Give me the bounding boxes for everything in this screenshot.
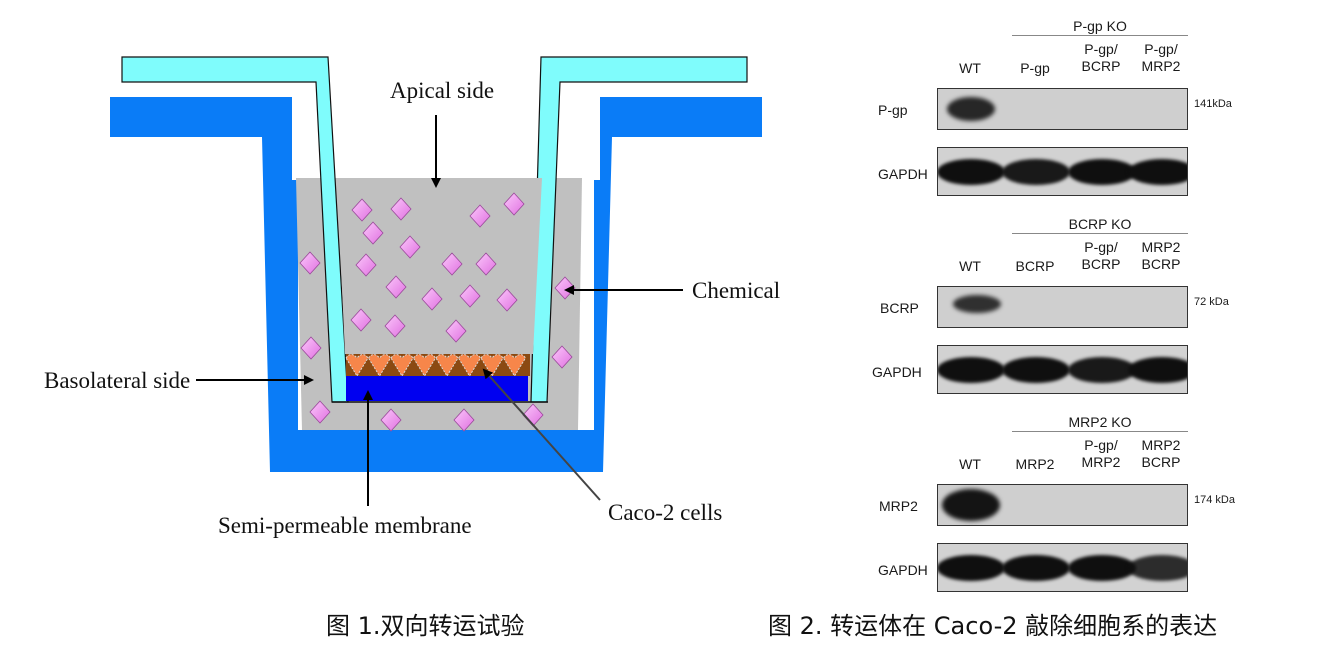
chemical-molecule [399,235,421,259]
molecular-weight-label: 72 kDa [1194,296,1229,308]
membrane-label: Semi-permeable membrane [218,513,472,538]
chemical-molecule [496,288,518,312]
chemical-molecule [421,287,443,311]
gapdh-blot [937,345,1188,394]
ko-group-title: MRP2 KO [1068,414,1132,430]
chemical-molecule [299,251,321,275]
chemical-molecule [445,319,467,343]
gapdh-band [1068,159,1136,185]
cells-arrow [482,368,601,501]
lane-label: WT [959,258,981,274]
target-row-label: BCRP [880,300,919,316]
protein-band [942,489,1000,521]
lane-label: P-gp/ MRP2 [1081,437,1121,470]
gapdh-band [1128,555,1187,581]
chemical-molecule [380,408,402,432]
basolateral-side-label: Basolateral side [44,368,190,393]
gapdh-band [1068,357,1136,383]
lane-label: P-gp/ BCRP [1081,239,1121,272]
chemical-molecule [300,336,322,360]
lane-label: WT [959,60,981,76]
gapdh-band [938,357,1005,383]
target-row-label: P-gp [878,102,908,118]
chemical-molecule [475,252,497,276]
gapdh-band [1128,357,1187,383]
protein-band [947,97,995,121]
gapdh-row-label: GAPDH [878,166,928,182]
chemical-molecule [503,192,525,216]
chemical-molecule [350,308,372,332]
target-blot [937,286,1188,328]
apical-medium [337,178,542,354]
chemical-molecule [385,275,407,299]
protein-band [953,295,1001,313]
chemical-molecule [351,198,373,222]
gapdh-band [938,555,1005,581]
figure2-caption: 图 2. 转运体在 Caco-2 敲除细胞系的表达 [768,612,1218,640]
lane-label: P-gp/ BCRP [1081,41,1121,74]
chemical-molecule [551,345,573,369]
caco2-cell [412,354,437,377]
gapdh-row-label: GAPDH [878,562,928,578]
target-row-label: MRP2 [879,498,918,514]
caco2-cells-label: Caco-2 cells [608,500,722,525]
apical-side-label: Apical side [390,78,494,103]
molecular-weight-label: 174 kDa [1194,494,1235,506]
gapdh-band [1002,357,1070,383]
lane-label: P-gp/ MRP2 [1141,41,1181,74]
ko-group-line [1012,233,1188,234]
chemical-molecule [441,252,463,276]
caco2-cell [390,354,414,377]
lane-label: MRP2 BCRP [1141,239,1181,272]
caco2-cell [367,354,392,377]
chemical-label: Chemical [692,278,780,303]
gapdh-blot [937,147,1188,196]
ko-group-title: BCRP KO [1068,216,1132,232]
lane-label: BCRP [1015,258,1055,274]
gapdh-band [1128,159,1187,185]
transwell-diagram: Apical side Chemical Basolateral side Se… [44,56,780,538]
target-blot [937,88,1188,130]
lane-label: WT [959,456,981,472]
caco2-cells [345,354,527,377]
target-blot [937,484,1188,526]
chemical-molecule [453,408,475,432]
chemical-molecule [469,204,491,228]
outer-well [110,97,762,472]
caco2-cell [480,354,504,377]
molecular-weight-label: 141kDa [1194,98,1232,110]
ko-group-line [1012,35,1188,36]
caco2-cell [502,354,527,377]
gapdh-row-label: GAPDH [872,364,922,380]
chemical-molecule [355,253,377,277]
semi-permeable-membrane [346,376,528,401]
gapdh-band [938,159,1005,185]
chemical-molecule [309,400,331,424]
gapdh-blot [937,543,1188,592]
caco2-cell [345,354,369,377]
ko-group-title: P-gp KO [1073,18,1127,34]
gapdh-band [1068,555,1136,581]
chemical-molecule [362,221,384,245]
lane-label: P-gp [1020,60,1050,76]
figure1-caption: 图 1.双向转运试验 [326,612,525,640]
chemical-molecule [384,314,406,338]
chemical-molecule [390,197,412,221]
lane-label: MRP2 [1015,456,1055,472]
caco2-cell [435,354,459,377]
lane-label: MRP2 BCRP [1141,437,1181,470]
gapdh-band [1002,159,1070,185]
caco2-cell [457,354,482,377]
chemical-molecule [459,284,481,308]
chemical-molecules [299,192,576,432]
gapdh-band [1002,555,1070,581]
ko-group-line [1012,431,1188,432]
